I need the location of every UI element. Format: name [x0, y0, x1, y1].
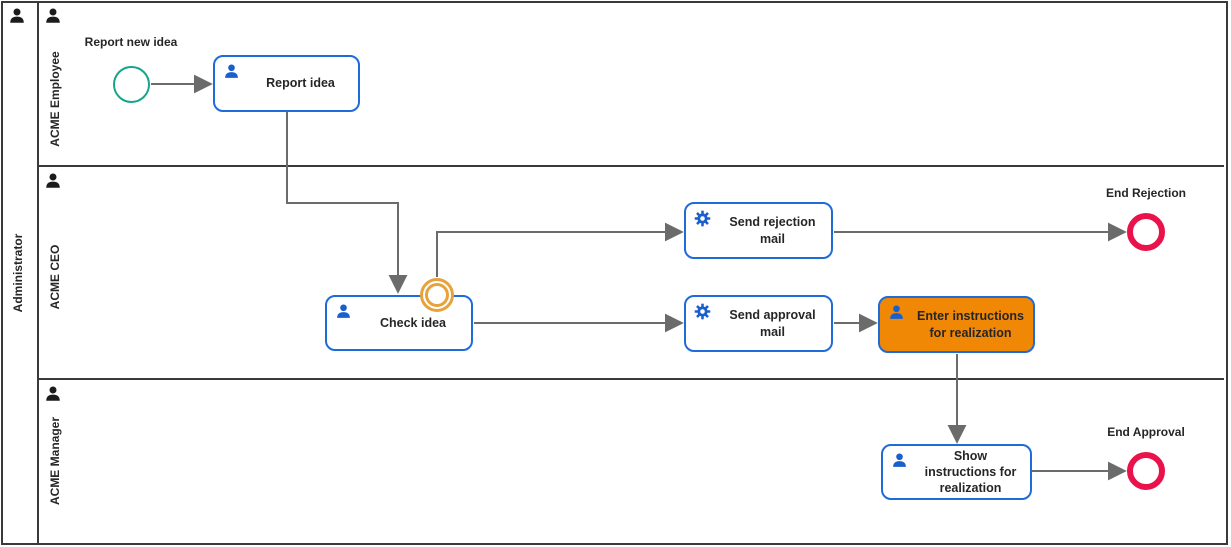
task-report-idea[interactable]: Report idea	[213, 55, 360, 112]
task-label: Report idea	[266, 76, 335, 91]
end-rejection-label: End Rejection	[1105, 186, 1186, 200]
person-icon	[223, 63, 240, 80]
task-show-instructions[interactable]: Show instructions for realization	[881, 444, 1032, 500]
person-icon	[891, 452, 908, 469]
task-label: Send approval mail	[729, 308, 816, 339]
end-approval-label: End Approval	[1107, 425, 1185, 439]
task-label: Enter instructions for realization	[917, 309, 1024, 340]
boundary-event-inner-ring	[425, 283, 449, 307]
lane-divider-1	[39, 165, 1224, 167]
person-icon	[335, 303, 352, 320]
flow-report-idea-to-check-idea[interactable]	[286, 112, 408, 294]
task-send-rejection-mail[interactable]: Send rejection mail	[684, 202, 833, 259]
task-label: Check idea	[379, 315, 446, 330]
task-enter-instructions[interactable]: Enter instructions for realization	[878, 296, 1035, 353]
task-label: Show instructions for realization	[924, 448, 1017, 496]
end-rejection-event[interactable]	[1127, 213, 1165, 251]
person-icon	[888, 304, 905, 321]
gear-icon	[694, 303, 711, 320]
start-event[interactable]	[113, 66, 150, 103]
end-approval-event[interactable]	[1127, 452, 1165, 490]
task-check-idea[interactable]: Check idea	[325, 295, 473, 351]
task-send-approval-mail[interactable]: Send approval mail	[684, 295, 833, 352]
start-event-label: Report new idea	[84, 35, 178, 49]
flow-boundary-to-send-rejection[interactable]	[436, 222, 684, 277]
gear-icon	[694, 210, 711, 227]
lane-divider-2	[39, 378, 1224, 380]
pool-header-divider	[37, 1, 39, 543]
task-label: Send rejection mail	[729, 215, 816, 246]
boundary-event[interactable]	[420, 278, 454, 312]
